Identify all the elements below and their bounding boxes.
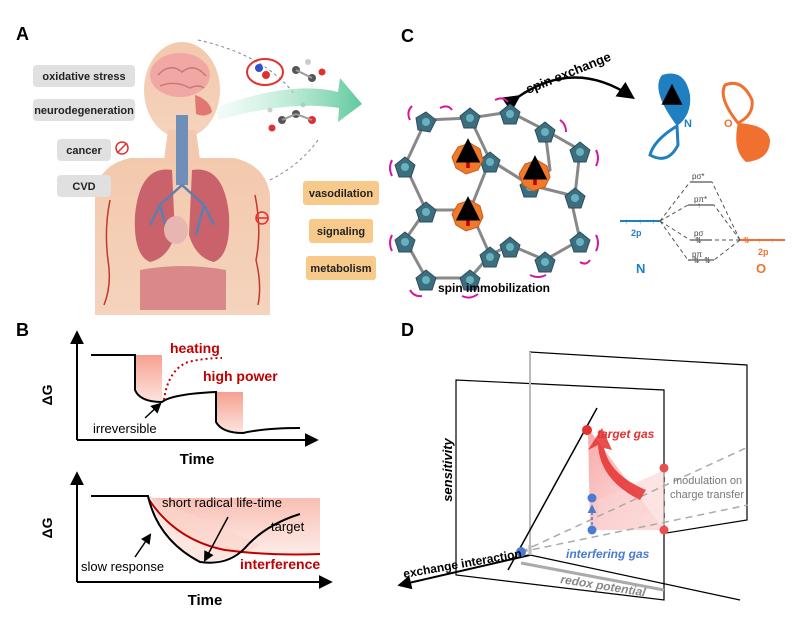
pill-neurodegeneration: neurodegeneration [34,105,134,117]
svg-text:⇅: ⇅ [693,256,700,265]
svg-text:⇅: ⇅ [704,256,711,265]
shade-region [135,355,162,402]
svg-text:↑: ↑ [757,236,761,245]
trachea-icon [176,115,188,185]
svg-text:↑: ↑ [651,217,655,226]
pill-cancer: cancer [66,145,102,157]
spin-exchange-arrow [501,76,635,113]
panel-a: A [16,24,379,315]
label-interference: interference [240,556,320,572]
panel-b-top-plot: ΔG Time heating high power irreversible [39,330,319,468]
green-flow-arrow [215,78,362,122]
label-irreversible: irreversible [93,421,157,436]
heating-curve [163,357,223,401]
panel-label-b: B [16,320,29,340]
inhibit-icon [115,141,129,155]
function-pills: vasodilation signaling metabolism [303,181,379,280]
label-spin-immobilization: spin immobilization [438,281,550,295]
label-high-power: high power [203,368,278,384]
modulation-arrow [588,428,646,500]
svg-text:↑: ↑ [697,201,701,210]
mo-label-sigma-star: pσ* [692,172,705,181]
delta-g-curve [91,354,301,435]
label-o-orbital: O [724,118,733,130]
o-orbital: O [721,81,770,162]
panel-b: B ΔG Time heating high power irreversibl… [16,320,333,609]
n-orbital: N [648,73,692,160]
label-modulation-2: charge transfer [670,489,744,501]
label-short-lifetime: short radical life-time [162,495,282,510]
x-axis-label: Time [180,451,215,468]
target-curve [91,495,301,564]
y-axis-label: ΔG [39,517,55,538]
panel-c: C spin exchange [389,26,785,299]
label-interfering-gas: interfering gas [566,547,650,561]
pill-oxidative-stress: oxidative stress [42,71,125,83]
panel-label-d: D [401,320,414,340]
label-heating: heating [170,340,220,356]
label-slow-response: slow response [81,559,164,574]
panel-d: D target gas interfer [397,320,749,601]
panel-label-c: C [401,26,414,46]
interference-curve [147,497,321,556]
x-axis-label: Time [188,592,223,609]
pill-cvd: CVD [72,181,95,193]
label-modulation-1: modulation on [673,475,742,487]
label-n-orbital: N [684,118,692,130]
label-spin-exchange: spin exchange [524,49,613,97]
metal-nodes [451,138,551,232]
panel-b-bottom-plot: ΔG Time short radical life-time target s… [39,471,333,609]
mo-n-label: N [636,261,645,276]
disease-pills: oxidative stress neurodegeneration cance… [33,65,269,225]
interfering-gas-point [587,493,597,503]
svg-text:⇅: ⇅ [743,236,750,245]
z-axis [529,554,741,601]
x-axis [397,554,531,590]
mof-lattice [389,97,599,299]
mo-n-2p: 2p [631,228,642,238]
mo-label-pi: pπ [692,250,702,259]
mo-label-pi-star: pπ* [694,195,707,204]
pill-vasodilation: vasodilation [309,188,373,200]
mo-o-label: O [756,261,766,276]
svg-text:↑: ↑ [638,217,642,226]
label-target-gas: target gas [597,427,655,441]
panel-label-a: A [16,24,29,44]
mo-label-sigma: pσ [694,229,703,238]
human-body-illustration [95,42,270,315]
svg-text:⇅: ⇅ [695,236,702,245]
svg-text:↑: ↑ [770,236,774,245]
y-axis-label: sensitivity [440,437,455,501]
shade-region [216,392,243,433]
pill-signaling: signaling [317,226,365,238]
mo-diagram: ↑ ↑ ↑ ⇅ ↑ ↑ ↑ ⇅ ⇅ ⇅ pσ* pπ* pσ pπ 2p 2p N O [620,172,785,276]
label-target: target [271,519,305,534]
svg-text:↑: ↑ [624,217,628,226]
y-axis-label: ΔG [39,384,55,405]
target-gas-point [582,425,592,435]
pill-metabolism: metabolism [310,263,371,275]
front-plane [455,379,665,601]
mo-o-2p: 2p [758,247,769,257]
